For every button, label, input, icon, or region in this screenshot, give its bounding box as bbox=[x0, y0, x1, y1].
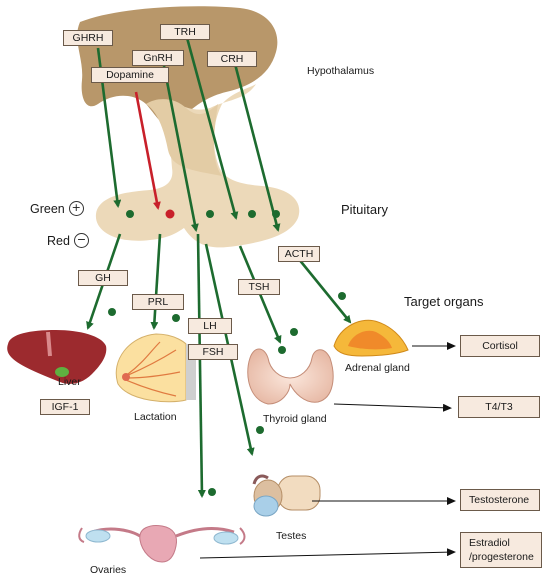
cortisol-box: Cortisol bbox=[460, 335, 540, 357]
t4t3-arrow bbox=[333, 403, 452, 412]
trh-box: TRH bbox=[160, 24, 210, 40]
gh-box: GH bbox=[78, 270, 128, 286]
stimulation-arrows bbox=[86, 33, 352, 498]
pituitary-dots bbox=[126, 209, 280, 219]
ghrh-box: GHRH bbox=[63, 30, 113, 46]
fsh-box: FSH bbox=[188, 344, 238, 360]
legend-green-label: Green bbox=[30, 201, 65, 216]
gnrh-box: GnRH bbox=[132, 50, 184, 66]
infundibulum-shape bbox=[146, 99, 222, 176]
ovaries-organ bbox=[78, 525, 246, 563]
minus-icon: − bbox=[73, 233, 89, 248]
estradiol-box: Estradiol /progesterone bbox=[460, 532, 542, 568]
estradiol-arrow bbox=[199, 548, 456, 559]
liver-organ bbox=[7, 330, 107, 384]
igf1-box: IGF-1 bbox=[40, 399, 90, 415]
dopamine-box: Dopamine bbox=[91, 67, 169, 83]
legend-red-label: Red bbox=[47, 233, 70, 248]
plus-icon: + bbox=[68, 201, 84, 216]
lh-arrow bbox=[196, 233, 206, 498]
thyroid-organ bbox=[247, 348, 334, 405]
output-arrows bbox=[199, 342, 456, 559]
lactation-label: Lactation bbox=[134, 411, 177, 423]
hypothalamus-shape bbox=[77, 6, 278, 126]
lactation-organ bbox=[115, 333, 196, 403]
t4t3-box: T4/T3 bbox=[458, 396, 540, 418]
trh-arrow bbox=[184, 33, 239, 220]
target-dots bbox=[108, 292, 346, 496]
gnrh-arrow bbox=[162, 65, 199, 232]
dopamine-arrow bbox=[134, 91, 161, 210]
pituitary-label: Pituitary bbox=[341, 202, 388, 217]
legend-green: Green + bbox=[30, 201, 84, 216]
legend-red: Red − bbox=[47, 233, 89, 248]
acth-box: ACTH bbox=[278, 246, 320, 262]
crh-arrow bbox=[232, 59, 281, 232]
prl-arrow bbox=[150, 233, 162, 330]
liver-label: Liver bbox=[58, 376, 81, 388]
adrenal-organ bbox=[333, 319, 409, 357]
tsh-box: TSH bbox=[238, 279, 280, 295]
testes-organ bbox=[252, 474, 321, 517]
testosterone-box: Testosterone bbox=[460, 489, 540, 511]
lh-box: LH bbox=[188, 318, 232, 334]
adrenal-label: Adrenal gland bbox=[345, 362, 410, 374]
crh-box: CRH bbox=[207, 51, 257, 67]
acth-arrow bbox=[296, 257, 352, 324]
target-organs-label: Target organs bbox=[404, 294, 484, 309]
prl-box: PRL bbox=[132, 294, 184, 310]
hypothalamus-label: Hypothalamus bbox=[307, 65, 375, 77]
ovaries-label: Ovaries bbox=[90, 564, 127, 576]
testes-label: Testes bbox=[276, 530, 307, 542]
thyroid-label: Thyroid gland bbox=[263, 413, 327, 425]
